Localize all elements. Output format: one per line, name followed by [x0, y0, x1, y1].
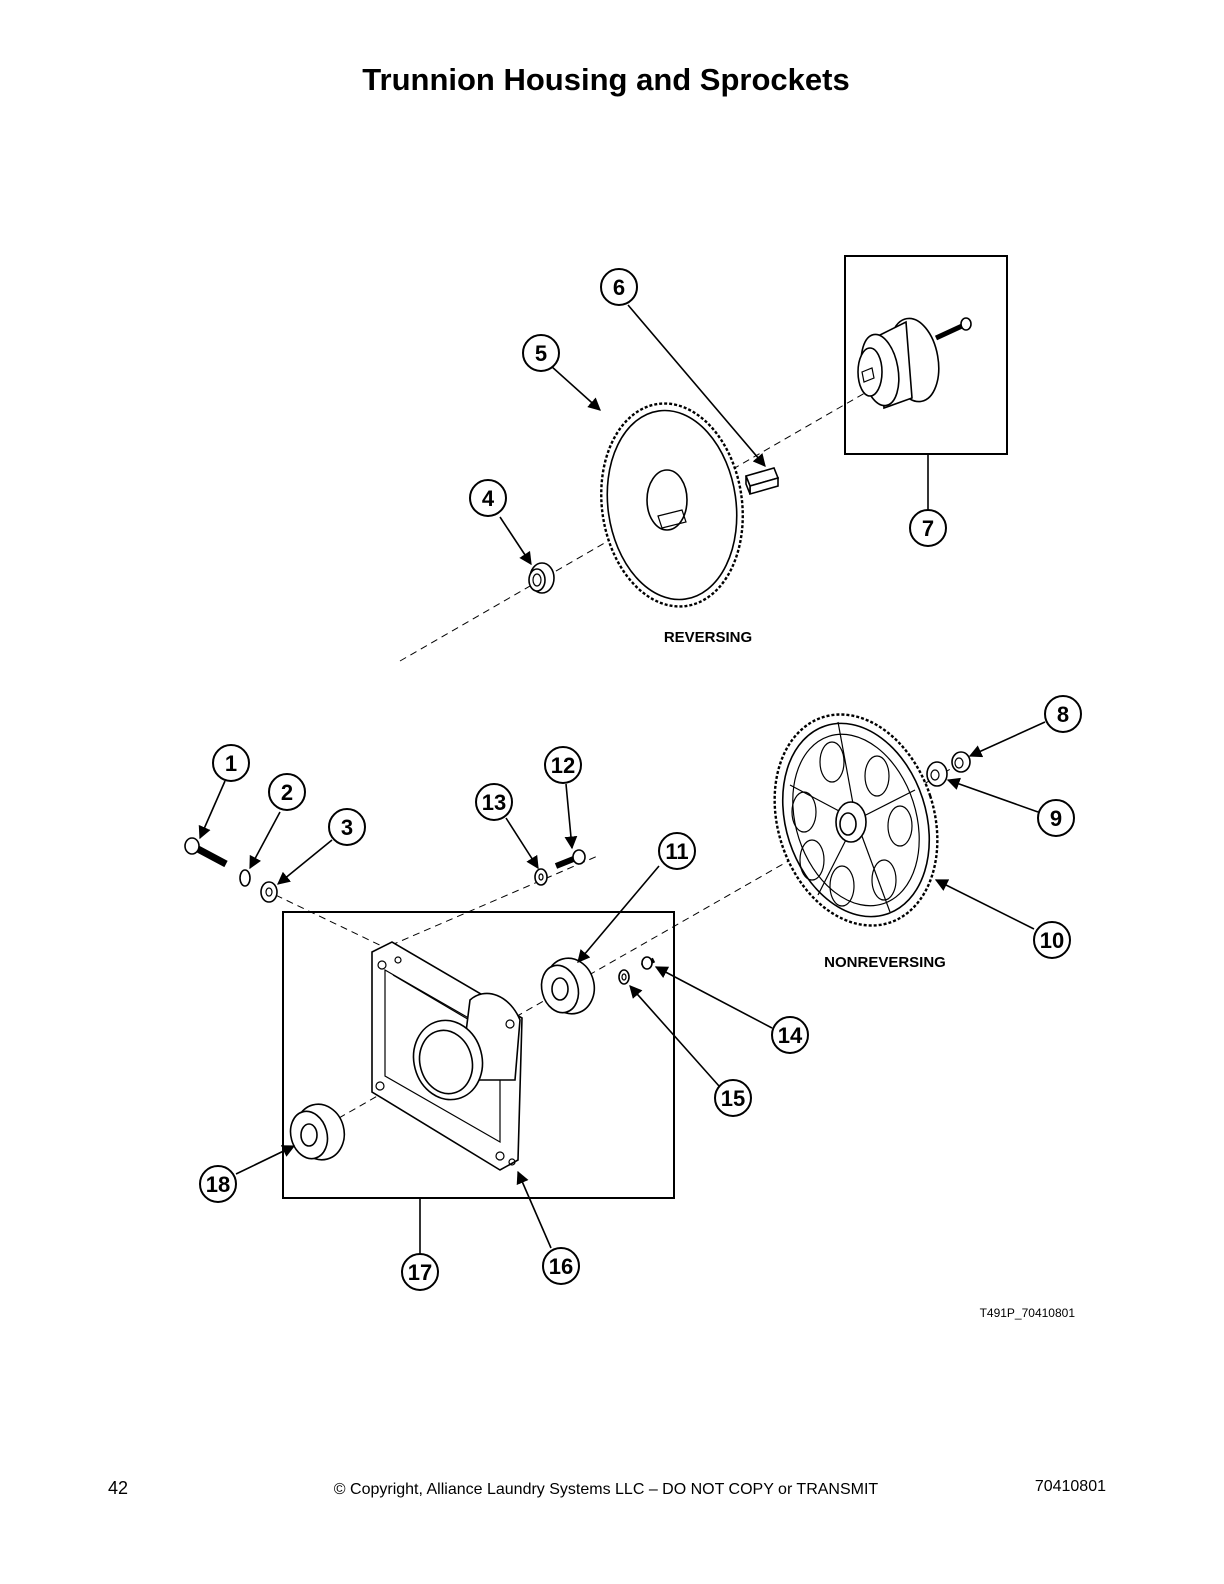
flat-washer: [260, 881, 278, 903]
callout-1: 1: [212, 744, 250, 782]
reversing-sprocket: [600, 402, 744, 608]
callout-3: 3: [328, 808, 366, 846]
lower-bearing: [289, 1103, 346, 1161]
svg-text:17: 17: [408, 1260, 432, 1285]
jam-nut: [951, 751, 971, 773]
svg-text:2: 2: [281, 780, 293, 805]
svg-text:4: 4: [482, 486, 495, 511]
callout-14: 14: [771, 1016, 809, 1054]
reversing-center-line: [399, 389, 871, 662]
small-washer: [618, 969, 630, 985]
callout-4: 4: [469, 479, 507, 517]
svg-text:15: 15: [721, 1086, 745, 1111]
callout-9: 9: [1037, 799, 1075, 837]
upper-bearing: [540, 957, 596, 1015]
page-number: 42: [108, 1478, 129, 1498]
callout-10: 10: [1033, 921, 1071, 959]
callout-6: 6: [600, 268, 638, 306]
copyright-notice: © Copyright, Alliance Laundry Systems LL…: [333, 1481, 879, 1498]
svg-text:11: 11: [665, 839, 688, 864]
callout-18: 18: [199, 1165, 237, 1203]
document-number: 70410801: [1034, 1478, 1106, 1495]
hex-bolt: [184, 837, 228, 868]
svg-text:9: 9: [1050, 806, 1062, 831]
nut: [534, 868, 548, 886]
trunnion-assembly-box: [282, 911, 675, 1199]
svg-text:13: 13: [482, 790, 506, 815]
spacer-washer: [528, 562, 555, 594]
callout-15: 15: [714, 1079, 752, 1117]
drawing-id: T491P_70410801: [980, 1306, 1076, 1320]
svg-text:5: 5: [535, 341, 547, 366]
bushing-kit-box: [844, 255, 1008, 455]
nonreversing-sprocket: [773, 713, 939, 927]
callout-16: 16: [542, 1247, 580, 1285]
hex-nut: [926, 761, 948, 787]
reversing-label: REVERSING: [664, 629, 752, 646]
svg-text:6: 6: [613, 275, 625, 300]
svg-text:10: 10: [1040, 928, 1064, 953]
trunnion-housing: [371, 941, 523, 1171]
setscrew: [640, 956, 656, 970]
svg-text:12: 12: [551, 753, 575, 778]
upper-center-line: [379, 854, 601, 951]
key: [744, 467, 780, 496]
screw: [554, 849, 586, 869]
lock-washer: [239, 869, 251, 887]
svg-text:16: 16: [549, 1254, 573, 1279]
svg-text:8: 8: [1057, 702, 1069, 727]
bushing-screw: [934, 317, 972, 341]
taper-bushing: [857, 317, 940, 410]
callout-2: 2: [268, 773, 306, 811]
svg-text:18: 18: [206, 1172, 230, 1197]
callout-8: 8: [1044, 695, 1082, 733]
callout-13: 13: [475, 783, 513, 821]
callout-7: 7: [909, 509, 947, 547]
callout-12: 12: [544, 746, 582, 784]
svg-text:1: 1: [225, 751, 237, 776]
svg-text:7: 7: [922, 516, 934, 541]
page-title: Trunnion Housing and Sprockets: [362, 62, 850, 97]
callout-5: 5: [522, 334, 560, 372]
nonreversing-label: NONREVERSING: [824, 954, 946, 971]
svg-text:3: 3: [341, 815, 353, 840]
callout-11: 11: [658, 832, 696, 870]
callout-17: 17: [401, 1253, 439, 1291]
svg-text:14: 14: [778, 1023, 803, 1048]
